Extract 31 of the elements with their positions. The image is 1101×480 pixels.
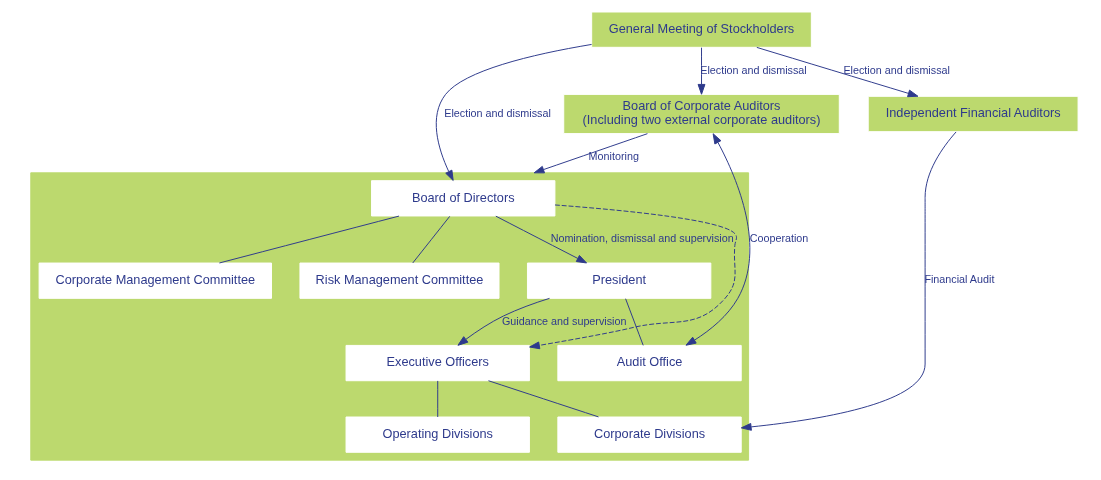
connector (412, 215, 451, 264)
arrow (495, 215, 588, 264)
edge-label: Nomination, dismissal and supervision (550, 232, 734, 245)
arrow (685, 133, 751, 346)
node-box: Board of Directors (371, 180, 556, 217)
connector (218, 215, 400, 264)
node-box: Board of Corporate Auditors (Including two external corporate auditors) (563, 93, 840, 135)
node-box: Independent Financial Auditors (867, 95, 1079, 133)
connector (488, 380, 599, 418)
edge-label: Cooperation (749, 232, 809, 245)
node-box: Risk Management Committee (299, 262, 500, 299)
edge-label: Election and dismissal (843, 63, 950, 76)
arrow (457, 297, 551, 346)
edge-label: Election and dismissal (444, 106, 551, 119)
edge-label: Monitoring (588, 149, 639, 162)
edge-label: Guidance and supervision (501, 314, 627, 327)
node-box: President (526, 262, 712, 299)
node-box: Corporate Management Committee (38, 262, 272, 299)
node-box: Audit Office (557, 344, 742, 382)
connector (625, 298, 644, 346)
arrow (756, 46, 919, 98)
arrow (740, 131, 957, 431)
arrow (697, 47, 706, 95)
connector (437, 380, 439, 418)
node-box: Corporate Divisions (557, 416, 742, 453)
node-box: General Meeting of Stockholders (591, 11, 812, 48)
arrow (533, 133, 648, 174)
arrow (529, 204, 737, 350)
node-box: Operating Divisions (345, 416, 530, 453)
node-box: Executive Officers (345, 344, 530, 382)
arrow (435, 43, 593, 181)
